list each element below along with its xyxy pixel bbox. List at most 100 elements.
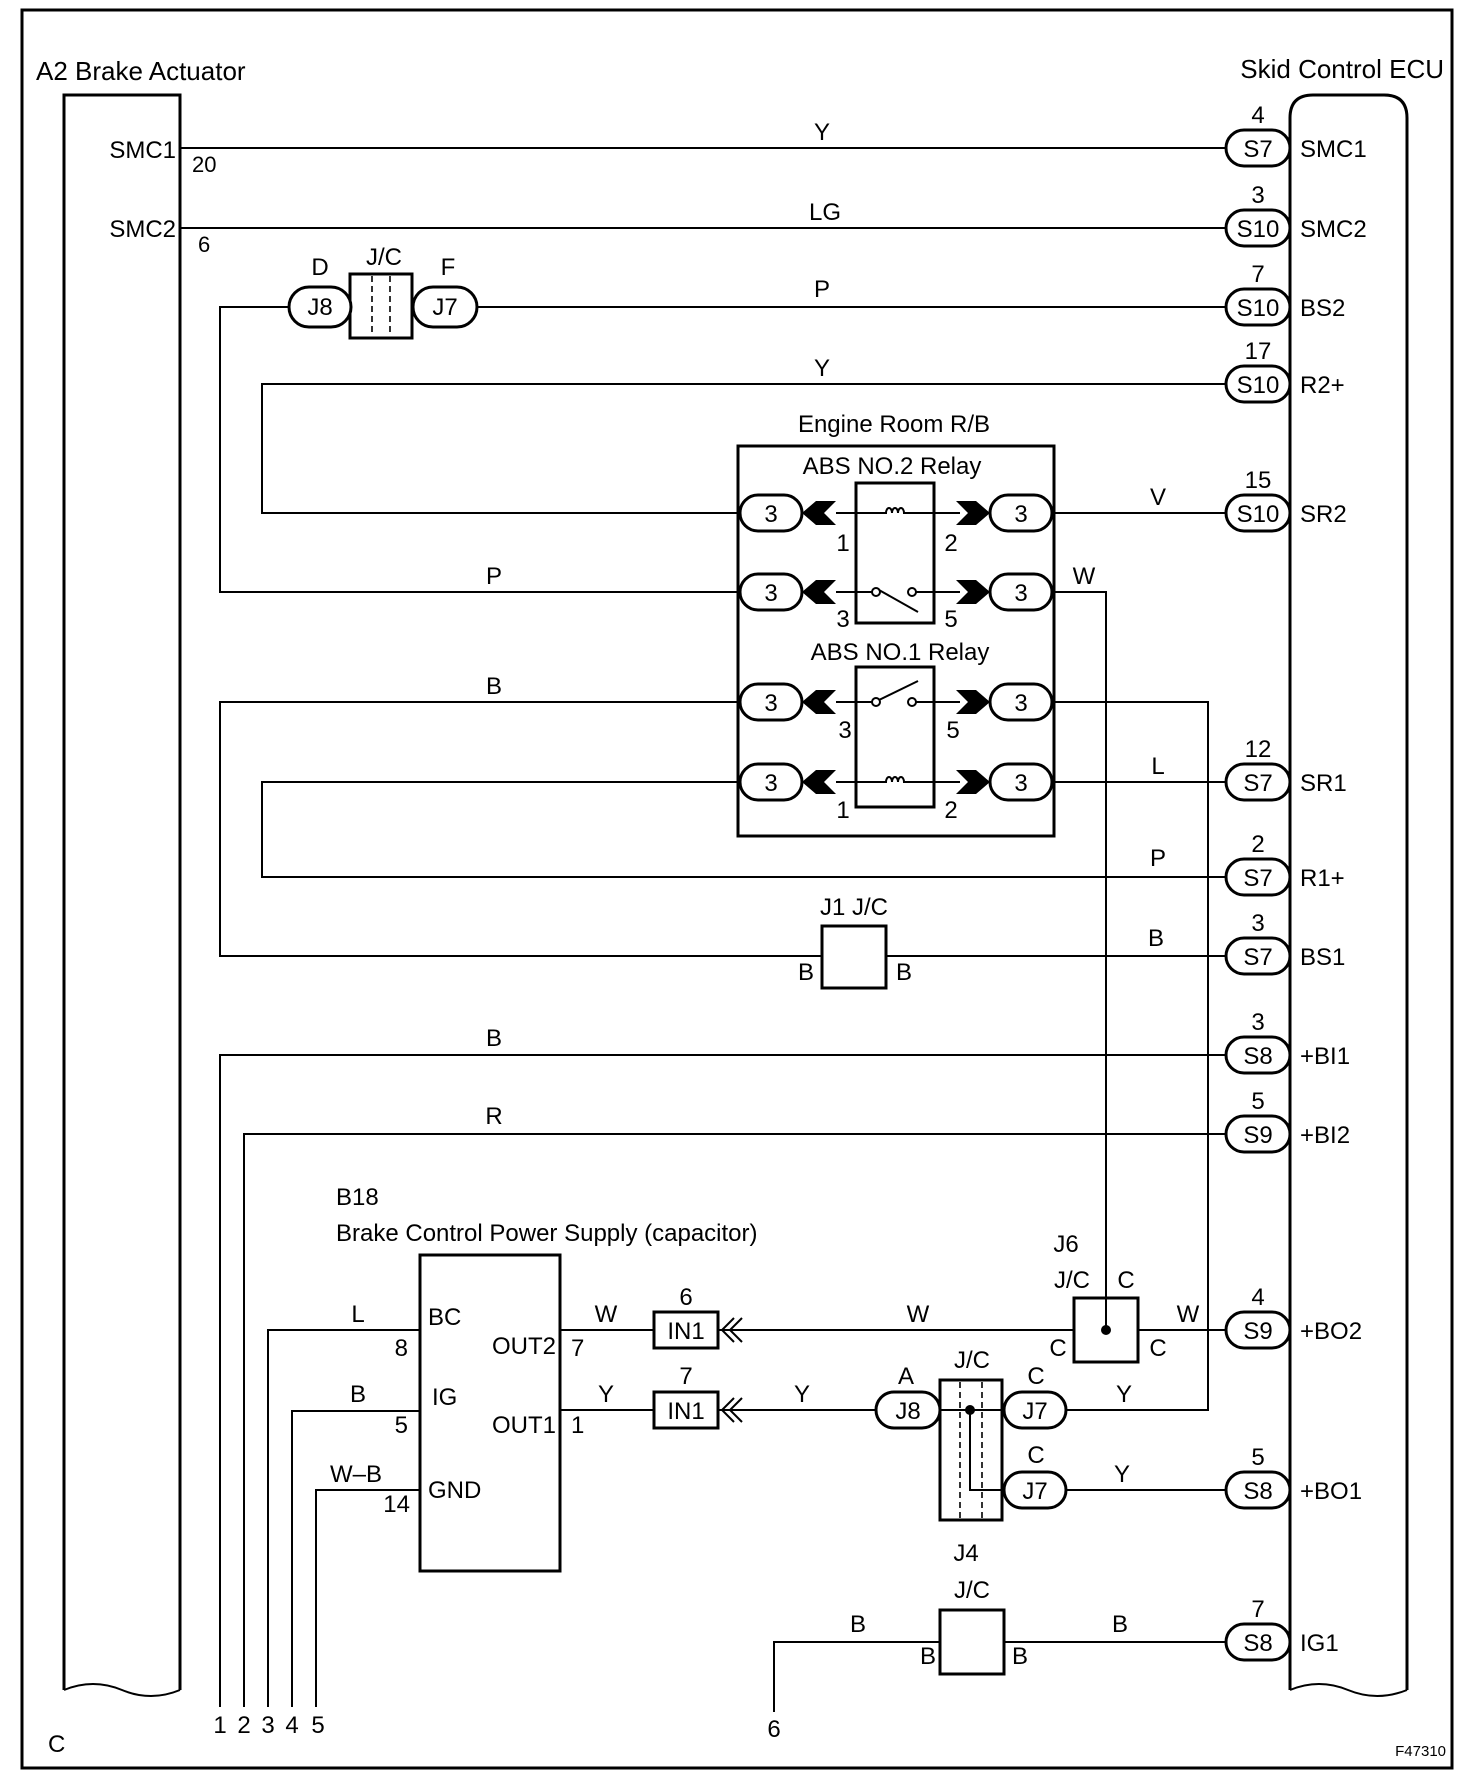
actuator-bottom-pin-2: 2 [237,1712,250,1739]
ecu-pin-number: 4 [1251,102,1264,129]
relay2-pin-2: 2 [944,530,957,557]
wire-color-out1-c: Y [1116,1381,1132,1408]
engine-room-relay-box: Engine Room R/B ABS NO.2 Relay ABS NO.1 … [736,411,1056,838]
relay1-pin-3: 3 [838,717,851,744]
wire-color-relay2-out: W [1073,563,1096,590]
in1-bottom-num: 7 [679,1363,692,1390]
in1-bottom-label: IN1 [667,1398,704,1425]
j6-code: J6 [1053,1231,1078,1258]
ecu-connector-shell [1224,1622,1292,1662]
junction-connector-mid: J/C A J8 C J7 C J7 [874,1347,1068,1522]
rb-conn-r4: 3 [1014,770,1027,797]
ecu-connector-code: S9 [1243,1122,1272,1149]
actuator-bottom-pin-5: 5 [311,1712,324,1739]
wire-color-smc1: Y [814,119,830,146]
ecu-connector: 5S8+BO1 [1224,1444,1362,1510]
wires [180,147,1226,1712]
rb-conn-l2: 3 [764,580,777,607]
wire-color-r1: P [1150,845,1166,872]
j4-junction: J4 J/C B B 6 [767,1540,1028,1743]
brake-control-power-supply: B18 Brake Control Power Supply (capacito… [330,1184,758,1573]
ecu-pin-name: +BO1 [1300,1478,1362,1505]
actuator-bottom-pins: 1 2 3 4 5 [213,1712,324,1739]
outer-frame [20,8,1454,1770]
ecu-pin-name: +BO2 [1300,1318,1362,1345]
ps-term-ig: IG [432,1384,457,1411]
ecu-connector-shell [1224,936,1292,976]
ecu-connector-code: S7 [1243,770,1272,797]
ecu-pin-number: 5 [1251,1088,1264,1115]
jc-mid-r2-letter: C [1027,1442,1044,1469]
ecu-pin-name: +BI1 [1300,1043,1350,1070]
jc-top-label: J/C [366,244,402,271]
ecu-pin-name: SR1 [1300,770,1347,797]
ecu-pin-number: 7 [1251,1596,1264,1623]
ecu-pin-number: 3 [1251,910,1264,937]
wire-color-ig1-a: B [850,1611,866,1638]
ecu-connector-shell [1224,1035,1292,1075]
j4-right: B [1012,1643,1028,1670]
actuator-bottom-pin-3: 3 [261,1712,274,1739]
ps-num-ig: 5 [395,1412,408,1439]
actuator-pin-smc2: SMC2 [109,216,176,243]
wire-color-ig1-b: B [1112,1611,1128,1638]
j6-label: J/C [1054,1267,1090,1294]
figure-code: F47310 [1395,1743,1446,1760]
ecu-connector-code: S7 [1243,944,1272,971]
ecu-pin-number: 2 [1251,831,1264,858]
ecu-connector-shell [1224,1310,1292,1350]
ecu-connector-shell [1224,1114,1292,1154]
in1-connectors: 6 IN1 7 IN1 [652,1284,743,1430]
ecu-connector-code: S10 [1237,295,1280,322]
jc-mid-left-conn: J8 [895,1398,920,1425]
wire-color-smc2: LG [809,199,841,226]
jc-mid-r1-letter: C [1027,1363,1044,1390]
ecu-pin-name: BS1 [1300,944,1345,971]
jc-top-left-conn: J8 [307,294,332,321]
ps-num-out2: 7 [571,1335,584,1362]
relay2-pin-5: 5 [944,606,957,633]
ecu-connector-shell [1224,287,1292,327]
ecu-connector-shell [1224,128,1292,168]
ecu-connector-code: S10 [1237,216,1280,243]
j6-junction: J6 J/C C C C [1049,1231,1167,1364]
ecu-pin-name: BS2 [1300,295,1345,322]
j1-junction: J1 J/C B B [798,894,912,990]
relay2-label: ABS NO.2 Relay [803,453,982,480]
ecu-pin-number: 3 [1251,182,1264,209]
ecu-connector-shell [1224,857,1292,897]
wire-color-sr2: V [1150,484,1166,511]
ps-num-gnd: 14 [383,1491,410,1518]
ecu-pin-name: R2+ [1300,372,1345,399]
relay1-pin-2: 2 [944,797,957,824]
wire-color-out2-c: W [1177,1301,1200,1328]
ps-wire-bc: L [351,1301,364,1328]
jc-mid-left-letter: A [898,1363,914,1390]
wire-color-bs1: B [1148,925,1164,952]
ecu-pin-name: SMC1 [1300,136,1367,163]
j1-label: J1 J/C [820,894,888,921]
skid-control-ecu: Skid Control ECU [1240,54,1444,1697]
jc-mid-r2-conn: J7 [1022,1478,1047,1505]
wire-color-labels: Y LG P Y V W P B L P B B R W W W Y Y Y Y… [485,119,1199,1638]
ps-wire-ig: B [350,1381,366,1408]
brake-actuator: A2 Brake Actuator SMC1 20 SMC2 6 C [36,56,246,1758]
j4-label: J/C [954,1577,990,1604]
wire-color-bs2: P [814,276,830,303]
jc-top-right-letter: F [441,254,456,281]
ecu-connector: 5S9+BI2 [1224,1088,1350,1154]
rb-conn-l4: 3 [764,770,777,797]
j6-left: C [1049,1335,1066,1362]
j4-code: J4 [953,1540,978,1567]
jc-mid-r1-conn: J7 [1022,1398,1047,1425]
rb-conn-r2: 3 [1014,580,1027,607]
wire-color-out1-b: Y [794,1381,810,1408]
ecu-connector-shell [1224,762,1292,802]
actuator-bottom-pin-4: 4 [285,1712,298,1739]
